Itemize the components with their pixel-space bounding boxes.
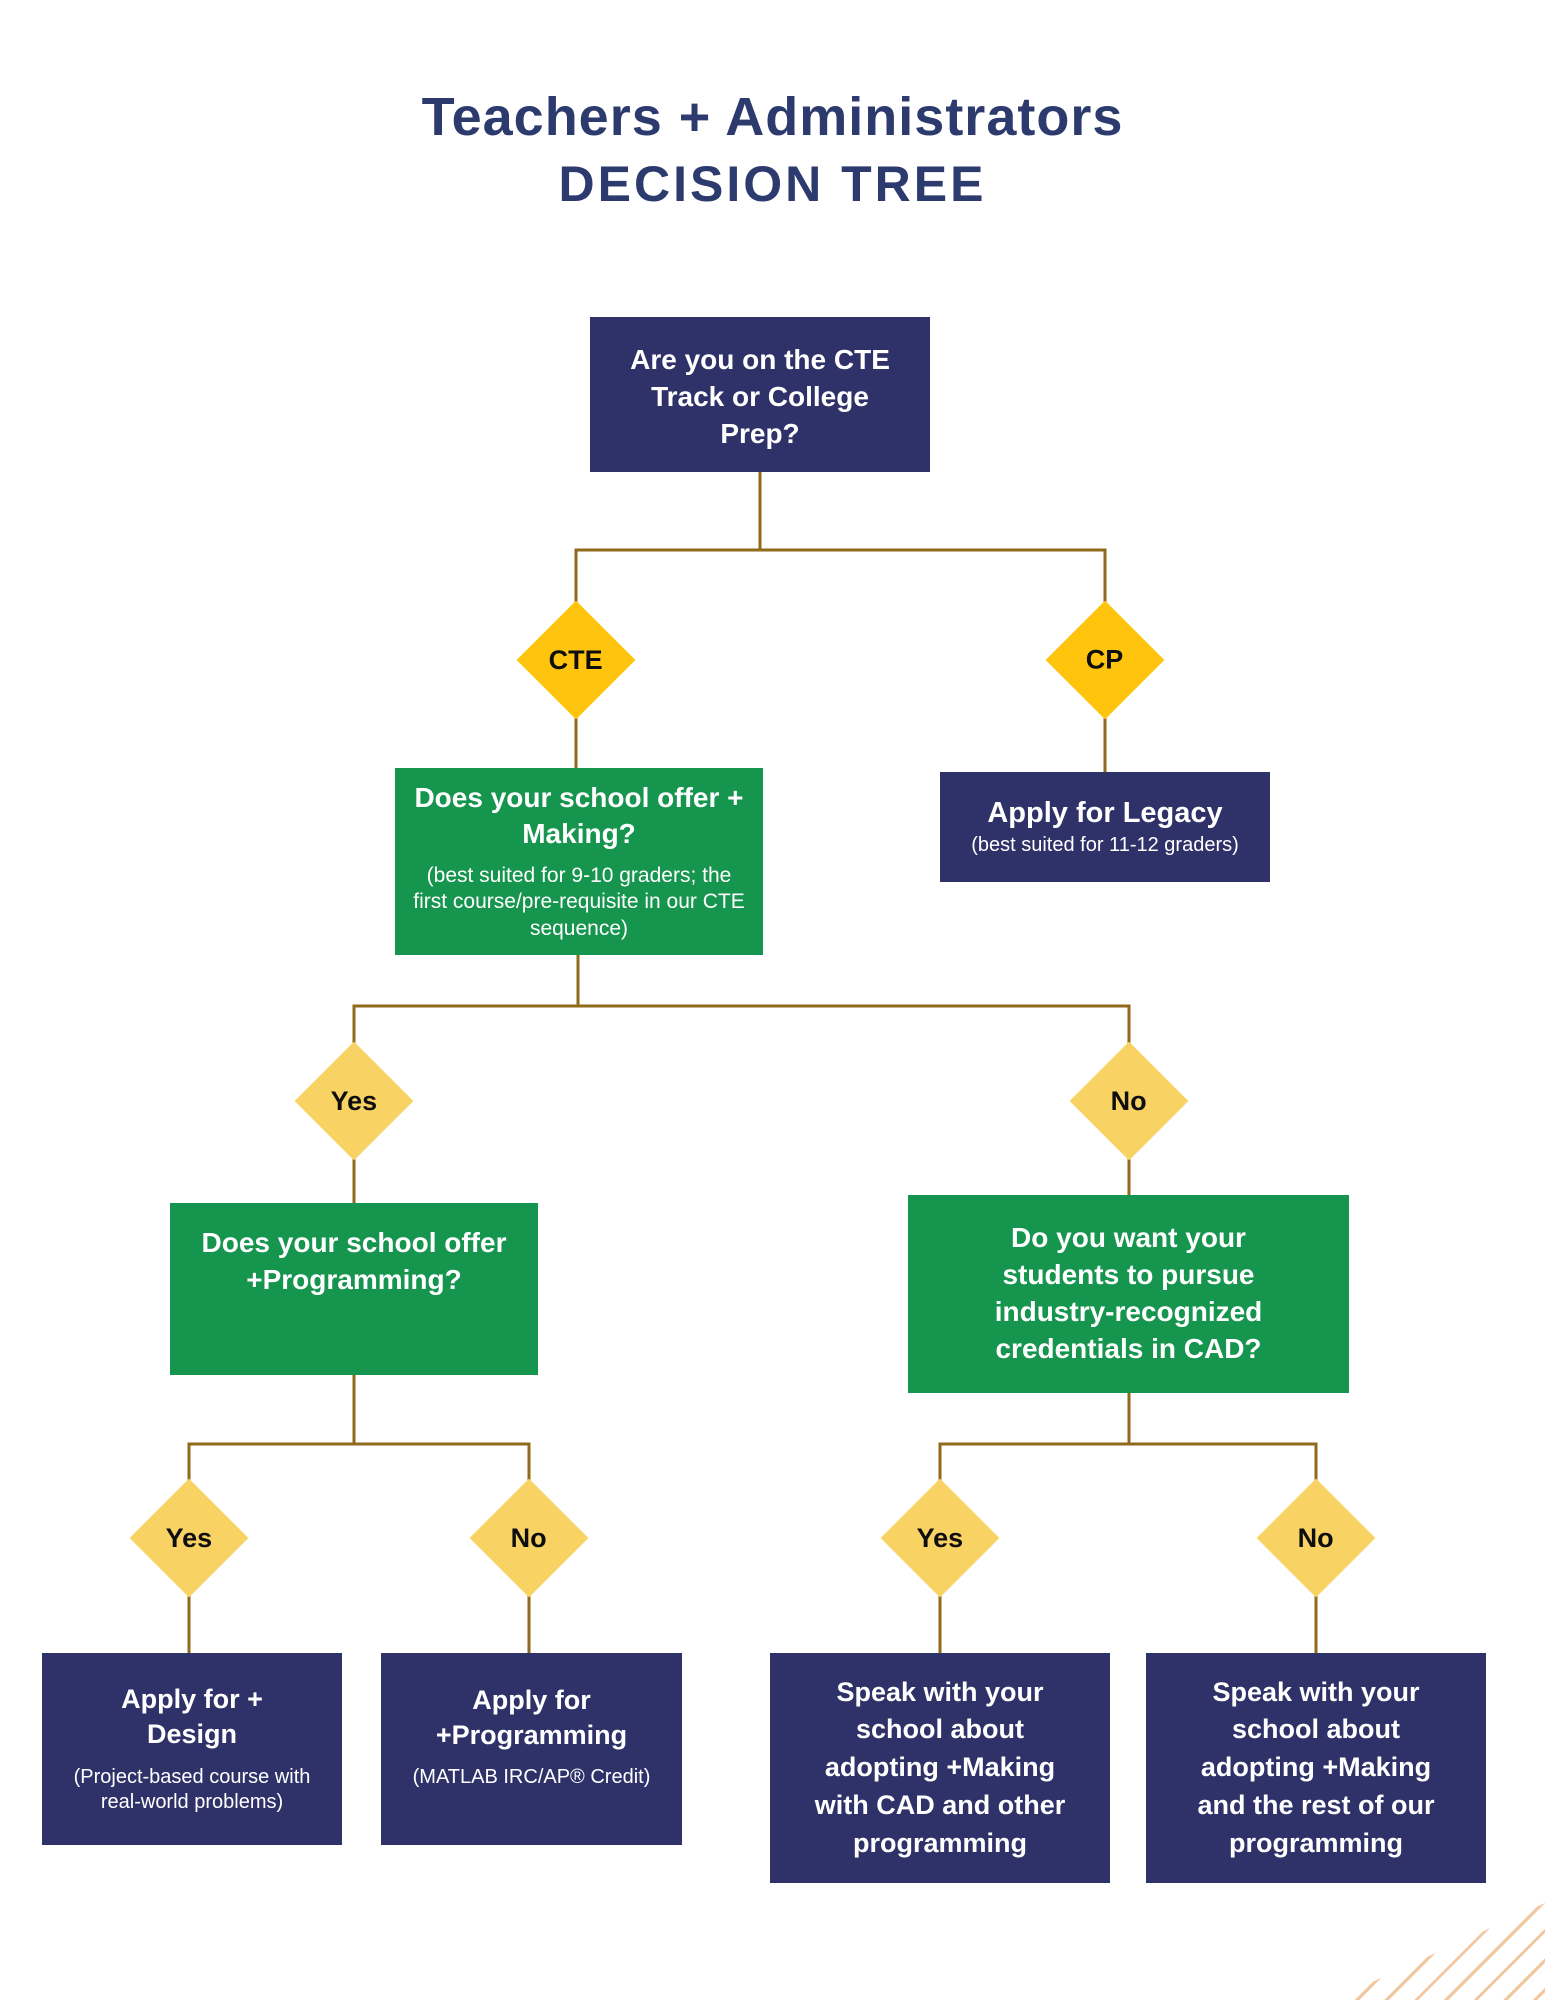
corner-stripes-decoration — [1333, 1903, 1545, 2000]
page-title-line1: Teachers + Administrators — [421, 87, 1124, 147]
question-programming: Does your school offer +Programming? — [170, 1203, 538, 1375]
question-root: Are you on the CTE Track or College Prep… — [590, 317, 930, 472]
outcome-speak-school-rest: Speak with your school about adopting +M… — [1146, 1653, 1486, 1883]
decision-diamond-cte-label: CTE — [549, 644, 603, 675]
outcome-apply-design-subtitle: (Project-based course with real-world pr… — [73, 1765, 311, 1814]
decision-diamond-no-level2-label: No — [1111, 1085, 1147, 1116]
outcome-apply-legacy-title: Apply for Legacy — [987, 796, 1223, 829]
decision-diamond-cte: CTE — [516, 600, 636, 720]
connector-split-level3-right — [938, 1442, 1318, 1485]
outcome-apply-programming-subtitle: (MATLAB IRC/AP® Credit) — [412, 1766, 651, 1789]
outcome-speak-school-cad-title: Speak with your school about adopting +M… — [814, 1676, 1066, 1858]
decision-diamond-no-level3-right: No — [1256, 1478, 1376, 1598]
connector-split-level2 — [352, 1004, 1131, 1047]
decision-diamond-yes-level2-label: Yes — [330, 1085, 378, 1116]
outcome-speak-school-rest-title: Speak with your school about adopting +M… — [1197, 1676, 1435, 1858]
decision-diamond-yes-level2: Yes — [294, 1041, 414, 1161]
decision-diamond-no-level3-right-label: No — [1298, 1522, 1334, 1553]
decision-diamond-no-level3-left: No — [469, 1478, 589, 1598]
outcome-apply-design-title: Apply for + Design — [121, 1684, 263, 1750]
decision-diamond-no-level3-left-label: No — [511, 1522, 547, 1553]
decision-diamond-yes-level3-right-label: Yes — [916, 1522, 964, 1553]
page-title-line2: DECISION TREE — [558, 156, 987, 213]
decision-diamond-yes-level3-left-label: Yes — [165, 1522, 213, 1553]
question-making: Does your school offer + Making? (best s… — [395, 768, 763, 955]
question-cad-credentials-title: Do you want your students to pursue indu… — [994, 1222, 1263, 1364]
decision-diamond-cp-label: CP — [1086, 644, 1124, 675]
page-title: Teachers + Administrators DECISION TREE — [0, 87, 1545, 213]
outcome-apply-legacy-subtitle: (best suited for 11-12 graders) — [971, 834, 1239, 857]
outcome-apply-programming-title: Apply for +Programming — [435, 1685, 628, 1751]
decision-diamond-no-level2: No — [1069, 1041, 1189, 1161]
question-making-title: Does your school offer + Making? — [414, 781, 744, 850]
outcome-apply-design: Apply for + Design (Project-based course… — [42, 1653, 342, 1845]
outcome-speak-school-cad: Speak with your school about adopting +M… — [770, 1653, 1110, 1883]
question-making-subtitle: (best suited for 9-10 graders; the first… — [413, 863, 745, 941]
outcome-apply-programming: Apply for +Programming (MATLAB IRC/AP® C… — [381, 1653, 682, 1845]
decision-diamond-yes-level3-left: Yes — [129, 1478, 249, 1598]
decision-diamond-yes-level3-right: Yes — [880, 1478, 1000, 1598]
question-programming-title: Does your school offer +Programming? — [201, 1227, 507, 1295]
outcome-apply-legacy: Apply for Legacy (best suited for 11-12 … — [940, 772, 1270, 882]
question-root-text: Are you on the CTE Track or College Prep… — [630, 344, 890, 449]
connector-split-level3-left — [187, 1442, 531, 1485]
question-cad-credentials: Do you want your students to pursue indu… — [908, 1195, 1349, 1393]
connector-split-level1 — [574, 548, 1107, 607]
decision-diamond-cp: CP — [1045, 600, 1165, 720]
